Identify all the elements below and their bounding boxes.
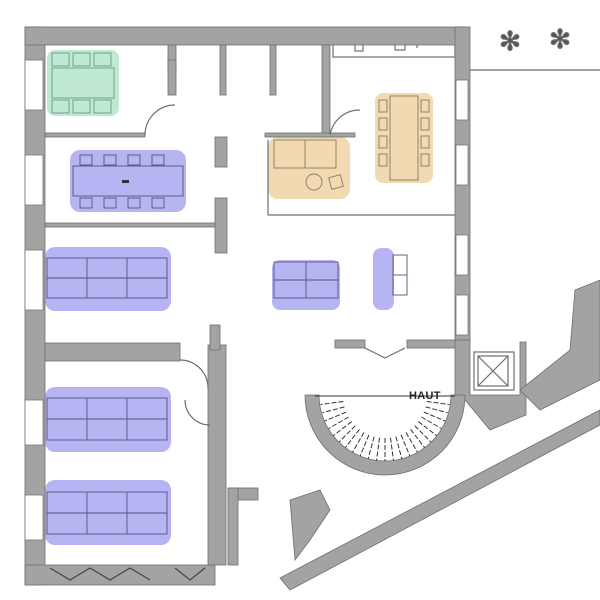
exterior: ✻ ✻	[49, 23, 600, 581]
zone-green-meeting	[47, 50, 119, 116]
zone-purple-desks-2	[45, 387, 171, 452]
stair-step	[328, 416, 349, 429]
stair-step	[345, 429, 360, 448]
zone-tan-table	[375, 93, 433, 183]
stair-step	[324, 411, 347, 422]
stair-step	[414, 425, 432, 443]
stair-step	[410, 429, 425, 448]
stair-step	[425, 406, 448, 414]
stair-step	[418, 421, 437, 436]
plant-icon: ✻	[499, 26, 521, 56]
stair-step	[395, 436, 403, 459]
zone-purple-desks-1	[45, 247, 171, 311]
stair-step	[333, 421, 352, 436]
stair-step	[423, 411, 446, 422]
stair-step	[320, 400, 344, 405]
stair-label: HAUT	[409, 390, 441, 402]
stair-step	[405, 432, 418, 453]
stair-step	[376, 437, 381, 461]
zone-purple-desks-3	[45, 480, 171, 545]
stair-step	[367, 436, 375, 459]
zone-purple-desks-5	[373, 248, 394, 310]
stair-step	[389, 437, 394, 461]
windows	[24, 59, 469, 541]
zones	[45, 50, 433, 545]
stair-step	[400, 434, 411, 457]
stair-step	[421, 416, 442, 429]
stair-step	[322, 406, 345, 414]
staircase	[315, 395, 455, 461]
stair-step	[426, 400, 450, 405]
stair-step	[359, 434, 370, 457]
doors	[144, 104, 455, 426]
elevator	[473, 351, 515, 391]
stair-step	[338, 425, 356, 443]
stair-step	[352, 432, 365, 453]
plant-icon: ✻	[549, 24, 571, 54]
